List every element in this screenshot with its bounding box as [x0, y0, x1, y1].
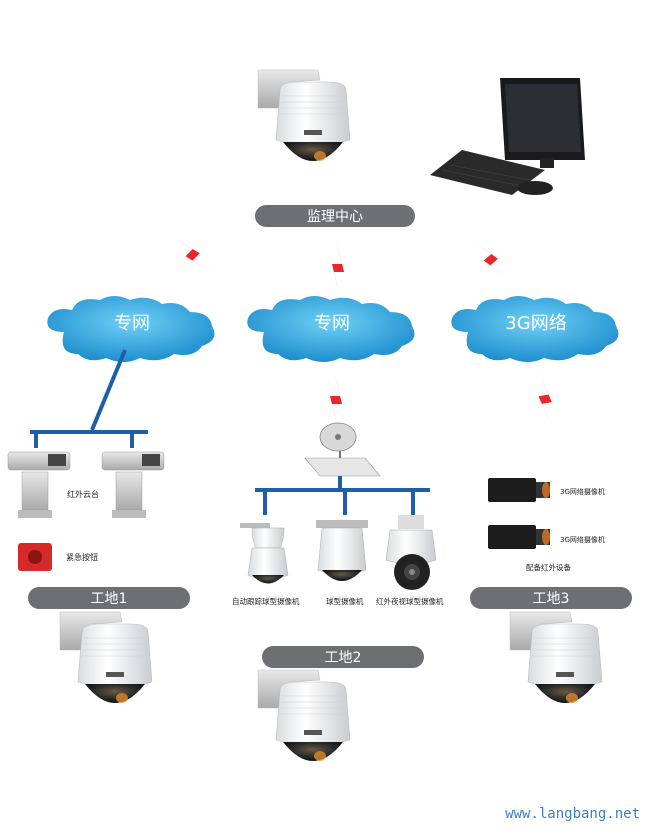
label-3g-camera-2: 3G网络摄像机 — [560, 535, 605, 544]
auto-tracking-dome-camera — [240, 523, 289, 584]
center-pill — [255, 205, 415, 227]
label-ir-ptz: 红外云台 — [67, 489, 99, 499]
watermark: www.langbang.net — [505, 806, 640, 822]
3g-camera-2 — [488, 525, 550, 549]
center-dome-camera — [257, 69, 351, 162]
wireless-link-left — [167, 229, 219, 281]
dome-camera — [316, 520, 368, 581]
site3-dome-camera — [509, 611, 603, 704]
wired-link-site1 — [30, 349, 148, 448]
site2-title: 工地2 — [325, 650, 362, 666]
label-emergency-button: 紧急按钮 — [66, 552, 98, 562]
wireless-link-middle — [332, 238, 344, 298]
site1-title: 工地1 — [91, 591, 128, 607]
wireless-link-satellite — [330, 370, 342, 430]
wireless-link-right — [466, 232, 515, 287]
ir-night-dome-camera — [385, 515, 437, 590]
center-title: 监理中心 — [307, 209, 363, 225]
label-auto-tracking-dome: 自动跟踪球型摄像机 — [232, 596, 300, 606]
site3-title: 工地3 — [533, 591, 570, 607]
computer-icon — [430, 78, 585, 195]
ir-ptz-camera-2 — [101, 451, 165, 518]
label-ir-night-dome: 红外夜视球型摄像机 — [376, 596, 444, 606]
site1-dome-camera — [59, 611, 153, 704]
network-label-left: 专网 — [114, 313, 150, 334]
3g-camera-1 — [488, 478, 550, 502]
network-label-right: 3G网络 — [505, 313, 566, 334]
satellite-dish-icon — [304, 422, 381, 477]
emergency-button-icon — [18, 543, 52, 571]
ir-ptz-camera-1 — [7, 451, 71, 518]
wireless-link-site3 — [534, 368, 557, 430]
label-dome-camera: 球型摄像机 — [326, 596, 364, 606]
site1-pill — [28, 587, 190, 609]
label-ir-equipment: 配备红外设备 — [526, 562, 571, 572]
network-label-middle: 专网 — [314, 313, 350, 334]
site3-pill — [470, 587, 632, 609]
wired-link-site2 — [255, 476, 430, 515]
label-3g-camera-1: 3G网络摄像机 — [560, 487, 605, 496]
site2-pill — [262, 646, 424, 668]
site2-dome-camera — [257, 669, 351, 762]
